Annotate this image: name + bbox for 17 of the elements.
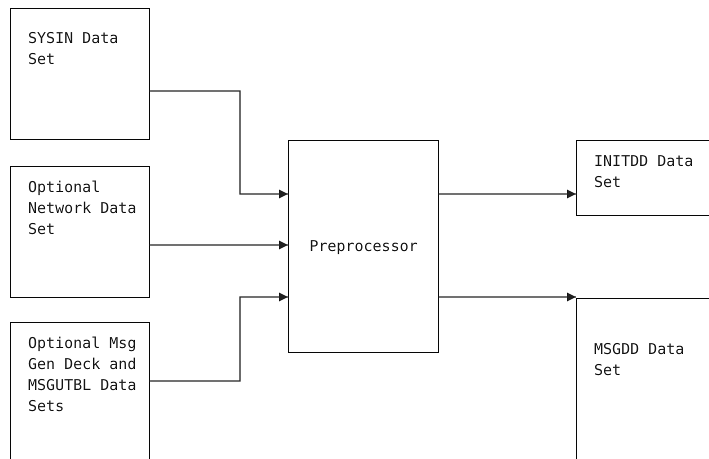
data-box <box>10 166 150 298</box>
box-label: Optional Msg Gen Deck and MSGUTBL Data Sets <box>28 333 138 417</box>
box-label: Optional Network Data Set <box>28 177 138 240</box>
arrow <box>150 292 288 382</box>
data-box <box>10 8 150 140</box>
data-box <box>576 140 709 216</box>
box-label: INITDD Data Set <box>594 151 694 193</box>
arrow <box>150 90 288 198</box>
data-box <box>576 298 709 459</box>
arrow <box>439 292 576 302</box>
box-label: MSGDD Data Set <box>594 339 686 381</box>
box-label: Preprocessor <box>308 236 419 257</box>
data-box <box>10 322 150 459</box>
arrow <box>439 190 576 198</box>
box-label: SYSIN Data Set <box>28 28 120 70</box>
data-box <box>288 140 439 353</box>
arrow <box>150 240 288 250</box>
